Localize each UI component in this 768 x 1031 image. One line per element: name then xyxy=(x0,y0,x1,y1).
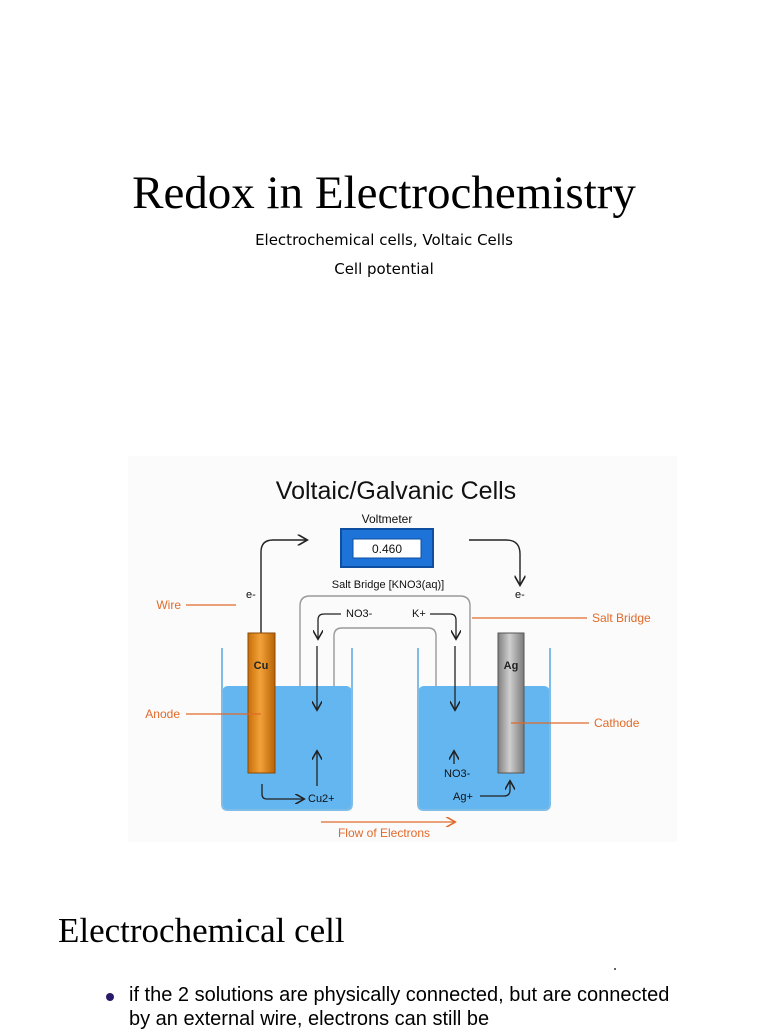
electron-left-label: e- xyxy=(246,589,256,601)
figure-title: Voltaic/Galvanic Cells xyxy=(276,477,516,505)
cathode-metal-label: Ag xyxy=(504,660,519,672)
copper-rod xyxy=(247,632,276,774)
bullet-icon xyxy=(106,993,114,1001)
wire-right xyxy=(469,539,520,584)
silver-rod xyxy=(497,632,525,774)
silver-ion-arrow xyxy=(480,782,510,797)
right-beaker-solution xyxy=(418,686,550,810)
potassium-label: K+ xyxy=(412,608,426,620)
wire-left-to-meter xyxy=(306,540,341,548)
flow-label: Flow of Electrons xyxy=(338,826,430,840)
subtitle-line-2: Cell potential xyxy=(334,260,434,278)
stray-mark xyxy=(614,968,616,970)
section-heading: Electrochemical cell xyxy=(58,911,345,950)
left-beaker-glass xyxy=(221,648,353,811)
nitrate-arrow xyxy=(318,613,341,638)
voltmeter-display xyxy=(352,538,422,559)
nitrate-bottom-label: NO3- xyxy=(444,768,471,780)
salt-bridge-text: Salt Bridge [KNO3(aq)] xyxy=(332,579,445,591)
salt-bridge-inner xyxy=(333,627,437,711)
right-beaker-glass xyxy=(417,648,551,811)
wire-callout: Wire xyxy=(156,598,181,612)
anode-callout: Anode xyxy=(145,707,180,721)
left-beaker-solution xyxy=(222,686,352,810)
voltmeter-label: Voltmeter xyxy=(362,512,413,526)
copper-ion-arrow xyxy=(261,784,303,799)
electron-right-label: e- xyxy=(515,589,525,601)
slide-title: Redox in Electrochemistry xyxy=(132,167,636,219)
subtitle-line-1: Electrochemical cells, Voltaic Cells xyxy=(255,231,513,249)
salt-bridge-callout: Salt Bridge xyxy=(592,611,651,625)
copper-ion-label: Cu2+ xyxy=(308,793,335,805)
nitrate-top-label: NO3- xyxy=(346,608,373,620)
salt-bridge-outer xyxy=(299,595,471,711)
wire-left xyxy=(260,540,306,633)
voltmeter-reading: 0.460 xyxy=(372,542,402,556)
potassium-arrow xyxy=(430,613,456,638)
salt-bridge-label: Salt Bridge [KNO3(aq)] xyxy=(332,579,445,591)
silver-ion-label: Ag+ xyxy=(453,791,473,803)
anode-metal-label: Cu xyxy=(254,660,269,672)
cathode-callout: Cathode xyxy=(594,716,640,730)
voltaic-cell-diagram: Voltaic/Galvanic Cells Voltmeter 0.460 e… xyxy=(128,456,677,842)
